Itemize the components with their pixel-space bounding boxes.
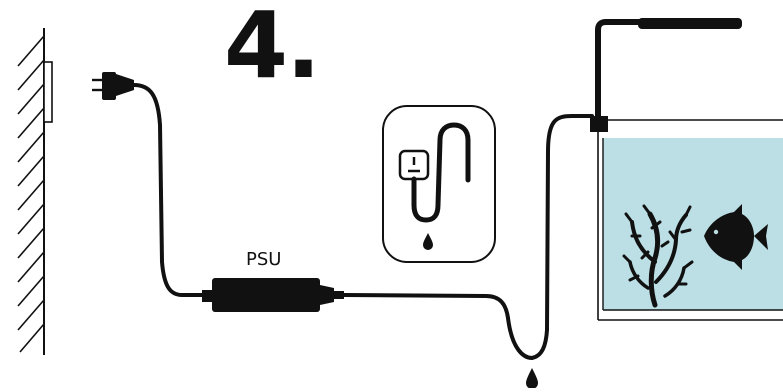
wall-socket-icon <box>43 61 53 123</box>
drip-loop-instruction-icon <box>382 105 496 263</box>
water-drop-icon <box>526 368 538 389</box>
plug-icon <box>92 72 134 100</box>
wall-icon <box>17 28 45 355</box>
drip-loop-icon <box>506 114 594 361</box>
aquarium-icon <box>597 119 783 321</box>
light-cable-icon <box>342 293 510 320</box>
power-cable-icon <box>132 83 214 297</box>
step-number: 4. <box>224 0 321 99</box>
led-light-icon <box>590 18 742 132</box>
coral-icon <box>622 204 694 308</box>
psu-icon <box>202 278 344 312</box>
psu-label: PSU <box>246 249 282 270</box>
fish-icon <box>704 204 768 270</box>
